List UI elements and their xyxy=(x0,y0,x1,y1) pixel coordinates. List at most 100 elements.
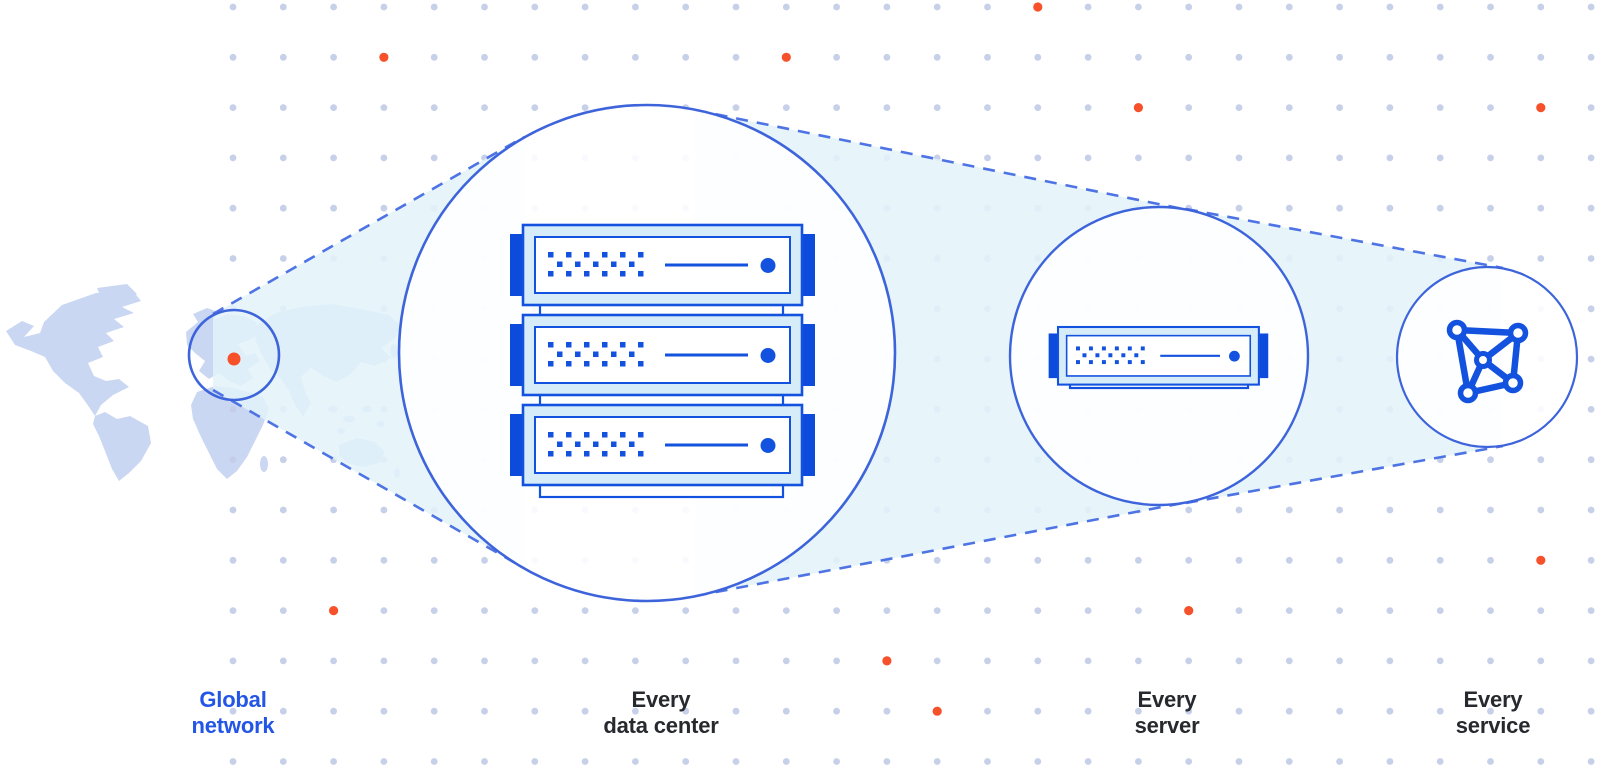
server-vent-pixel xyxy=(602,361,608,367)
server-vent-pixel xyxy=(557,441,563,447)
orange-accent-dot xyxy=(1033,2,1043,12)
grid-dot xyxy=(933,607,941,614)
grid-dot xyxy=(1587,406,1595,413)
grid-dot xyxy=(984,53,991,61)
stage-label-line: Every xyxy=(1137,687,1197,712)
grid-dot xyxy=(1587,255,1595,262)
server-vent-pixel xyxy=(566,342,572,348)
grid-dot xyxy=(430,607,438,614)
grid-dot xyxy=(380,657,388,665)
grid-dot xyxy=(1336,707,1343,715)
grid-dot xyxy=(430,758,438,765)
grid-dot xyxy=(1487,758,1494,765)
grid-dot xyxy=(1185,657,1193,665)
grid-dot xyxy=(1386,204,1394,212)
grid-dot xyxy=(1537,456,1545,464)
server-vent-pixel xyxy=(620,252,626,258)
server-vent-pixel xyxy=(548,252,554,258)
grid-dot xyxy=(1436,657,1444,665)
grid-dot xyxy=(732,3,740,11)
grid-dot xyxy=(279,104,287,111)
grid-dot xyxy=(782,104,790,111)
server-vent-pixel xyxy=(638,451,644,457)
grid-dot xyxy=(933,53,941,61)
grid-dot xyxy=(933,3,941,11)
grid-dot xyxy=(481,707,488,715)
map-highlight-circle xyxy=(187,308,281,402)
server-vent-pixel xyxy=(566,252,572,258)
grid-dot xyxy=(1587,707,1595,715)
grid-dot xyxy=(1034,707,1042,715)
grid-dot xyxy=(1487,204,1494,212)
server-vent-pixel xyxy=(1114,346,1119,351)
grid-dot xyxy=(1185,3,1193,11)
grid-dot xyxy=(1185,104,1193,111)
grid-dot xyxy=(632,607,639,614)
grid-dot xyxy=(481,104,488,111)
grid-dot xyxy=(1285,154,1293,162)
server-vent-pixel xyxy=(602,432,608,438)
server-vent-pixel xyxy=(638,271,644,277)
dashed-guide-line xyxy=(1185,207,1504,270)
server-vent-pixel xyxy=(1101,360,1106,365)
grid-dot xyxy=(1587,456,1595,464)
grid-dot xyxy=(1185,707,1193,715)
server-faceplate xyxy=(534,416,791,474)
server-vent-pixel xyxy=(593,441,599,447)
grid-dot xyxy=(1487,607,1494,614)
server-vent-pixel xyxy=(638,361,644,367)
dashed-guides xyxy=(212,108,1504,598)
grid-dot xyxy=(229,204,237,212)
grid-dot xyxy=(581,758,589,765)
grid-dot xyxy=(1185,506,1193,514)
server-vent-pixel xyxy=(584,451,590,457)
grid-dot xyxy=(1185,556,1193,564)
grid-dot xyxy=(1386,556,1394,564)
grid-dot xyxy=(279,707,287,715)
server-vent-pixel xyxy=(1076,360,1080,365)
grid-dot xyxy=(1487,506,1494,514)
map-location-dot xyxy=(227,352,241,366)
grid-dot xyxy=(229,456,237,464)
continent-shape xyxy=(6,291,141,416)
server-vent-pixel xyxy=(557,351,563,357)
grid-dot xyxy=(1587,53,1595,61)
server-vent-pixel xyxy=(575,351,581,357)
grid-dot xyxy=(229,3,237,11)
grid-dot xyxy=(380,607,388,614)
grid-dot xyxy=(933,657,941,665)
server-vent-pixel xyxy=(593,351,599,357)
grid-dot xyxy=(481,556,488,564)
grid-dot xyxy=(330,154,337,162)
server-vent-pixel xyxy=(566,361,572,367)
orange-accent-dot xyxy=(1536,555,1546,565)
grid-dot xyxy=(984,758,991,765)
grid-dot xyxy=(632,3,639,11)
grid-dot xyxy=(984,707,991,715)
grid-dot xyxy=(1386,506,1394,514)
grid-dot xyxy=(883,53,891,61)
grid-dot xyxy=(1135,707,1142,715)
server-vent-pixel xyxy=(629,441,635,447)
grid-dot xyxy=(531,53,539,61)
stage-label-line: Every xyxy=(1463,687,1523,712)
grid-dot xyxy=(732,758,740,765)
grid-dot xyxy=(883,3,891,11)
server-vent-pixel xyxy=(1121,353,1126,358)
grid-dot xyxy=(1084,607,1092,614)
grid-dot xyxy=(229,758,237,765)
grid-dot xyxy=(1436,556,1444,564)
network-node xyxy=(1446,319,1468,341)
orange-accent-dot xyxy=(379,52,389,62)
grid-dot xyxy=(581,53,589,61)
orange-accent-dot xyxy=(882,656,892,666)
orange-accent-dot xyxy=(1536,103,1546,113)
stage-label-every-server: Every server xyxy=(1135,687,1200,739)
grid-dot xyxy=(1034,154,1042,162)
server-vent-pixel xyxy=(593,261,599,267)
grid-dot xyxy=(1487,255,1494,262)
server-power-led xyxy=(760,258,776,273)
grid-dot xyxy=(1034,104,1042,111)
grid-dot xyxy=(1084,3,1092,11)
grid-dot xyxy=(1336,758,1343,765)
